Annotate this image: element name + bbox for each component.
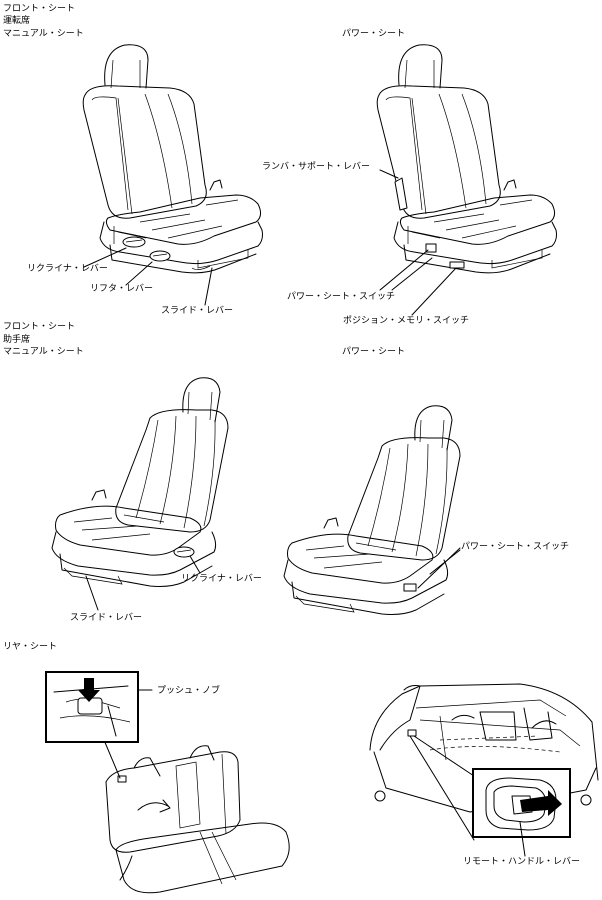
rear-cargo-drawing — [369, 683, 599, 841]
rear-seat-heading: リヤ・シート — [3, 642, 58, 652]
passenger-front-seat-heading: フロント・シート — [3, 322, 76, 332]
remote-handle-lever-label: リモート・ハンドル・レバー — [463, 857, 581, 867]
passenger-recliner-lever-label: リクライナ・レバー — [181, 574, 262, 584]
driver-power-seat-title: パワー・シート — [342, 29, 406, 39]
position-memory-switch-label: ポジション・メモリ・スイッチ — [343, 316, 470, 326]
driver-recliner-lever-label: リクライナ・レバー — [27, 264, 108, 274]
push-knob-graphic — [117, 775, 127, 783]
position-memory-switch-graphic — [449, 261, 465, 269]
driver-slide-lever-label: スライド・レバー — [161, 306, 234, 316]
remote-lever-graphic — [407, 729, 417, 737]
push-down-arrow-icon — [78, 678, 100, 702]
push-knob-inset — [45, 671, 153, 743]
remote-lever-leader — [519, 821, 526, 857]
fold-arrow-icon — [137, 802, 169, 811]
passenger-recliner-leader — [189, 555, 201, 574]
passenger-slide-lever-label: スライド・レバー — [70, 613, 143, 623]
driver-power-seat-switch-label: パワー・シート・スイッチ — [287, 292, 396, 302]
rear-seat-drawing — [103, 739, 290, 894]
driver-recliner-lever-graphic — [122, 236, 146, 248]
lumbar-support-lever-label: ランバ・サポート・レバー — [262, 162, 371, 172]
position-memory-leader — [411, 267, 457, 316]
passenger-slide-leader — [85, 575, 99, 611]
remote-zoom-leader-2 — [409, 735, 475, 841]
passenger-power-seat-switch-graphic — [403, 583, 417, 592]
passenger-power-seat-title: パワー・シート — [342, 347, 406, 357]
driver-manual-seat-title: マニュアル・シート — [3, 29, 84, 39]
lifter-lever-graphic — [149, 250, 171, 262]
remote-lever-inset — [472, 768, 571, 857]
passenger-manual-seat-drawing — [51, 377, 229, 611]
push-knob-zoom-leader — [103, 739, 121, 779]
remote-zoom-leader-1 — [413, 735, 475, 777]
remote-pull-arrow-icon — [520, 790, 562, 816]
passenger-power-seat-drawing — [283, 405, 461, 615]
driver-power-seat-outline — [376, 44, 557, 274]
driver-seat-heading: 運転席 — [3, 16, 31, 26]
driver-manual-seat-drawing — [82, 44, 263, 306]
driver-slide-leader — [204, 267, 213, 306]
driver-front-seat-heading: フロント・シート — [3, 4, 76, 14]
passenger-seat-heading: 助手席 — [3, 335, 31, 345]
passenger-recliner-lever-graphic — [173, 546, 195, 558]
passenger-power-seat-outline — [283, 405, 461, 615]
driver-power-switch-leader-1 — [379, 249, 429, 291]
lumbar-support-leader — [379, 169, 399, 179]
passenger-manual-seat-outline — [51, 377, 229, 587]
lumbar-support-lever-graphic — [394, 177, 408, 211]
passenger-manual-seat-title: マニュアル・シート — [3, 347, 84, 357]
driver-power-seat-drawing — [376, 44, 557, 274]
lifter-lever-label: リフタ・レバー — [90, 284, 154, 294]
driver-power-switch-leader-2 — [391, 257, 433, 291]
passenger-power-switch-leader-1 — [417, 547, 461, 589]
passenger-power-seat-switch-label: パワー・シート・スイッチ — [461, 542, 570, 552]
remote-fold-arrow-right-icon — [531, 720, 557, 729]
passenger-power-switch-leader-2 — [429, 549, 461, 575]
slide-lever-graphic — [191, 265, 211, 270]
push-knob-label: プッシュ・ノブ — [157, 686, 221, 696]
driver-power-seat-switch-graphic — [425, 243, 437, 253]
driver-recliner-leader — [83, 247, 127, 268]
lifter-leader — [125, 261, 153, 286]
driver-manual-seat-outline — [82, 44, 263, 274]
remote-fold-arrow-left-icon — [451, 714, 475, 721]
